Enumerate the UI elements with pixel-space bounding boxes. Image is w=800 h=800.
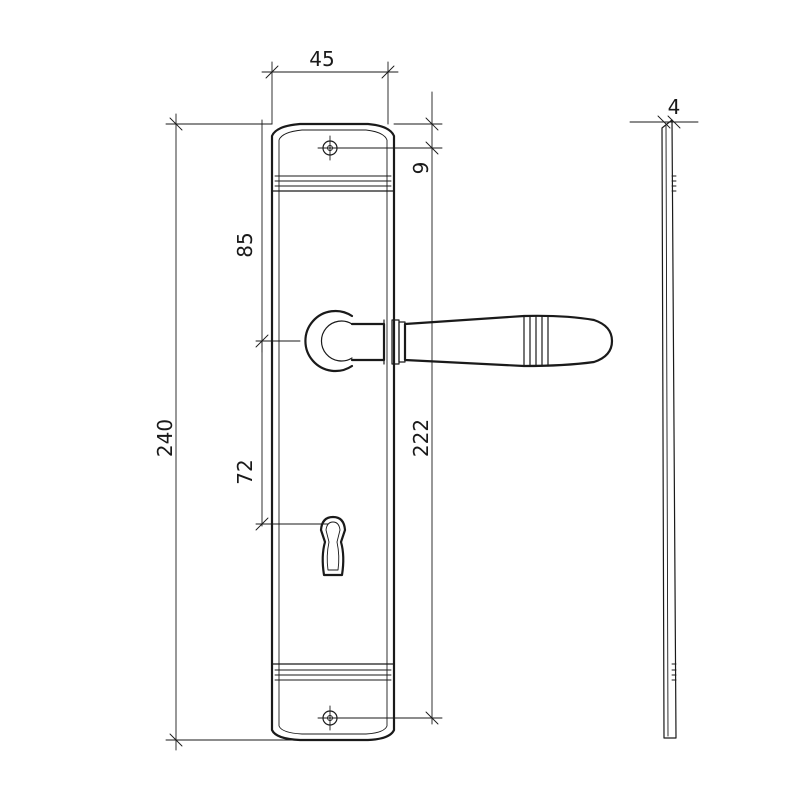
dim-plate-thickness: 4	[629, 95, 699, 129]
top-screw	[317, 135, 343, 161]
dim-top-screw-offset: 9	[339, 91, 443, 175]
top-grooves	[271, 175, 395, 192]
dim-label-plate-thickness: 4	[668, 95, 681, 119]
lever-handle	[304, 309, 614, 373]
dim-label-top-screw-offset: 9	[409, 162, 433, 175]
dim-screw-spacing: 222	[339, 149, 443, 725]
bottom-screw	[317, 705, 343, 731]
dim-label-handle-to-keyhole: 72	[233, 459, 257, 484]
dim-overall-length: 240	[153, 113, 301, 751]
back-plate	[270, 122, 396, 742]
dim-label-overall-length: 240	[153, 419, 177, 457]
dim-label-plate-width: 45	[309, 47, 334, 71]
dim-top-to-handle: 85	[233, 119, 301, 353]
dim-handle-to-keyhole: 72	[233, 340, 329, 531]
keyhole	[319, 515, 347, 577]
dim-label-top-to-handle: 85	[233, 232, 257, 257]
bottom-grooves	[271, 663, 395, 681]
side-view-plate	[661, 119, 677, 739]
dim-label-screw-spacing: 222	[409, 419, 433, 457]
dim-plate-width: 45	[261, 47, 399, 125]
